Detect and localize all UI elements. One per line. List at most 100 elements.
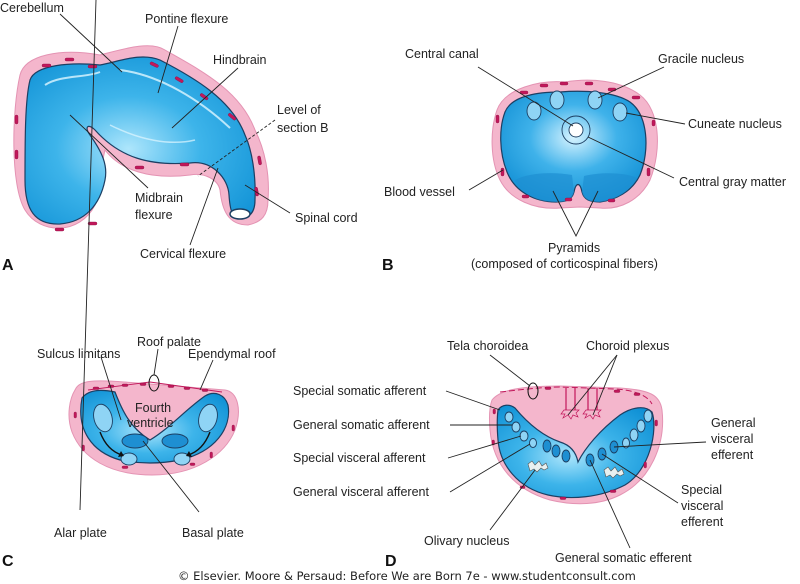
label-central-canal: Central canal — [405, 47, 479, 61]
leader-choroid-plexus — [592, 354, 618, 416]
label-pyramids-note: (composed of corticospinal fibers) — [471, 257, 658, 271]
blood-vessel — [559, 496, 567, 500]
blood-vessel — [231, 424, 235, 432]
choroid-plexus-stalk — [565, 388, 598, 410]
blood-vessel — [139, 382, 147, 386]
leader-pyramids — [552, 190, 599, 238]
label-central-gray-matter: Central gray matter — [679, 175, 786, 189]
label-cervical-flexure: Cervical flexure — [140, 247, 226, 261]
blood-vessel — [209, 451, 213, 459]
leader-tela-choroidea — [489, 354, 531, 387]
leader-pontine-flexure — [157, 25, 179, 94]
leader-hindbrain — [171, 67, 239, 129]
leader-general-somatic-efferent — [589, 459, 631, 549]
label-gracile-nucleus: Gracile nucleus — [658, 52, 744, 66]
basal-plate-nucleus — [161, 433, 189, 449]
arrowhead-icon — [118, 451, 124, 457]
efferent-nucleus — [542, 439, 552, 453]
leader-roof-palate — [153, 348, 159, 376]
blood-vessel — [54, 227, 65, 232]
copyright-credit: © Elsevier. Moore & Persaud: Before We a… — [178, 569, 636, 583]
leader-basal-plate — [142, 440, 200, 513]
leader-central-gray-matter — [587, 136, 675, 179]
blood-vessel — [521, 194, 530, 199]
level-of-section-line — [197, 119, 276, 177]
alar-plate-nucleus — [198, 403, 218, 433]
blood-vessel — [584, 81, 594, 86]
label-pontine-flexure: Pontine flexure — [145, 12, 228, 26]
panel-letter-c: C — [2, 553, 14, 570]
efferent-nucleus — [561, 449, 571, 463]
leader-gracile-nucleus — [597, 66, 665, 99]
efferent-nucleus — [551, 444, 561, 458]
blood-vessel — [539, 83, 549, 88]
leader-ependymal-roof — [199, 359, 214, 391]
blood-vessel — [73, 411, 77, 419]
blood-vessel — [64, 57, 75, 62]
blood-vessel — [189, 462, 196, 466]
gracile-nucleus — [587, 90, 603, 110]
blood-vessel — [613, 389, 621, 393]
leader-general-visceral-afferent — [449, 443, 531, 493]
choroid-plexus — [582, 409, 602, 420]
label-choroid-plexus: Choroid plexus — [586, 339, 669, 353]
blood-vessel — [492, 408, 496, 415]
leader-midbrain-flexure — [69, 114, 149, 189]
cuneate-nucleus — [612, 102, 628, 122]
highlight — [44, 71, 101, 86]
arrowhead-icon — [186, 451, 192, 457]
panel-c: Roof palate Sulcus limitans Ependymal ro… — [2, 0, 276, 570]
label-hindbrain: Hindbrain — [213, 53, 267, 67]
label-general-somatic-efferent: General somatic efferent — [555, 551, 692, 565]
blood-vessel — [167, 384, 175, 388]
alar-plate-nucleus — [120, 452, 138, 466]
blood-vessel — [500, 167, 505, 177]
blood-vessel — [559, 81, 569, 86]
afferent-nucleus — [643, 409, 653, 423]
blood-vessel — [183, 386, 191, 390]
blood-vessel — [564, 197, 573, 202]
leader-sulcus-limitans — [100, 356, 122, 421]
label-cuneate-nucleus: Cuneate nucleus — [688, 117, 782, 131]
blood-vessel — [174, 76, 184, 83]
blood-vessel — [651, 119, 656, 127]
panel-a-blood-vessels — [14, 57, 262, 232]
blood-vessel — [92, 386, 100, 390]
basal-plate-nucleus — [121, 433, 149, 449]
alar-plate-nucleus — [93, 403, 113, 433]
label-cerebellum: Cerebellum — [0, 1, 64, 15]
blood-vessel — [643, 461, 647, 469]
blood-vessel — [199, 93, 209, 101]
label-general-somatic-afferent: General somatic afferent — [293, 418, 430, 432]
leader-special-visceral-efferent — [601, 453, 679, 504]
panel-letter-b: B — [382, 257, 394, 274]
leader-choroid-plexus — [567, 354, 618, 416]
gracile-nucleus — [549, 90, 565, 110]
blood-vessel — [134, 165, 145, 170]
blood-vessel — [121, 465, 129, 469]
leader-general-visceral-efferent — [613, 441, 707, 448]
blood-vessel — [646, 167, 651, 177]
blood-vessel — [121, 383, 129, 387]
blood-vessel — [631, 95, 641, 100]
blood-vessel — [149, 61, 159, 68]
label-alar-plate: Alar plate — [54, 526, 107, 540]
blood-vessel — [41, 63, 52, 68]
label-special-somatic-afferent: Special somatic afferent — [293, 384, 427, 398]
blood-vessel — [654, 419, 658, 427]
general-somatic-afferent-nucleus — [511, 421, 521, 433]
special-somatic-afferent-nucleus — [504, 411, 514, 423]
leader-spinal-cord — [244, 184, 291, 214]
blood-vessel — [228, 113, 237, 121]
blood-vessel — [609, 489, 617, 493]
label-special-visceral-efferent-line1: Special — [681, 483, 722, 497]
tela-choroidea-roof — [499, 386, 653, 405]
leader-blood-vessel — [468, 169, 504, 191]
leader-olivary-nucleus — [489, 469, 536, 531]
olivary-nucleus — [527, 460, 549, 473]
label-general-visceral-afferent: General visceral afferent — [293, 485, 429, 499]
blood-vessel — [257, 155, 262, 166]
blood-vessel — [14, 114, 19, 125]
choroid-plexus — [560, 409, 580, 420]
